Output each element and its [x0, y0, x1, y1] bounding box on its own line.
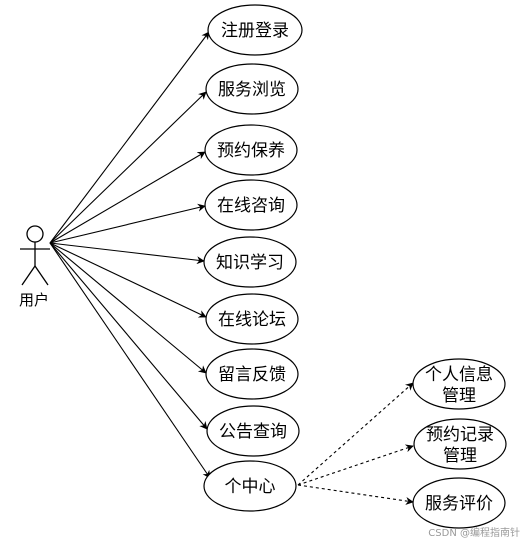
use-case-center: 个中心: [203, 460, 297, 512]
use-case-label: 留言反馈: [218, 365, 286, 385]
use-case-label-line1: 预约记录: [426, 425, 494, 445]
use-case-ellipse: [207, 4, 303, 56]
use-case-feedback: 留言反馈: [205, 348, 299, 400]
associations: [49, 31, 211, 479]
use-case-label: 预约保养: [217, 141, 285, 161]
actor-user: 用户: [19, 225, 50, 309]
use-case-learn: 知识学习: [203, 236, 297, 288]
actor-right-leg: [34, 265, 49, 286]
use-case-ellipse: [205, 63, 299, 115]
use-case-label-line2: 管理: [443, 446, 477, 466]
use-case-label: 个中心: [225, 477, 276, 497]
use-case-ellipse: [205, 293, 299, 345]
use-case-label-line2: 管理: [442, 386, 476, 406]
watermark: CSDN @编程指南针: [428, 526, 520, 539]
actor-left-leg: [21, 265, 36, 286]
use-case-label-line1: 个人信息: [425, 365, 493, 385]
association-center: [49, 242, 211, 479]
use-case-booking: 预约保养: [204, 124, 298, 176]
use-case-label: 公告查询: [219, 422, 287, 442]
use-case-ellipse: [206, 405, 300, 457]
use-case-ellipse: [412, 358, 506, 410]
association-booking: [49, 151, 206, 244]
use-case-label: 服务评价: [425, 494, 493, 514]
include-personal-info: [297, 382, 414, 486]
use-case-label: 在线咨询: [217, 196, 285, 216]
use-case-label: 在线论坛: [218, 310, 286, 330]
use-case-ellipse: [412, 477, 506, 529]
sub-use-case-booking-records: 预约记录 管理: [413, 418, 507, 470]
use-case-register: 注册登录: [207, 4, 303, 56]
association-forum: [49, 242, 207, 318]
use-case-browse: 服务浏览: [205, 63, 299, 115]
use-case-ellipse: [203, 460, 297, 512]
actor-head: [26, 225, 44, 243]
include-service-review: [297, 484, 414, 505]
use-case-ellipse: [413, 418, 507, 470]
use-case-consult: 在线咨询: [204, 179, 298, 231]
use-case-ellipse: [205, 348, 299, 400]
use-case-label: 服务浏览: [218, 80, 286, 100]
sub-use-case-service-review: 服务评价: [412, 477, 506, 529]
association-notice: [49, 242, 208, 430]
use-case-ellipse: [204, 179, 298, 231]
use-case-ellipse: [204, 124, 298, 176]
association-consult: [49, 203, 206, 244]
use-case-label: 注册登录: [221, 21, 289, 41]
association-learn: [49, 242, 205, 265]
include-relations: [297, 382, 414, 505]
use-case-label: 知识学习: [216, 253, 284, 273]
include-booking-records: [297, 444, 414, 486]
use-case-notice: 公告查询: [206, 405, 300, 457]
association-register: [49, 31, 210, 244]
use-case-ellipse: [203, 236, 297, 288]
actor-label: 用户: [19, 291, 49, 309]
association-browse: [49, 91, 207, 244]
association-feedback: [49, 242, 207, 374]
sub-use-case-personal-info: 个人信息 管理: [412, 358, 506, 410]
use-case-forum: 在线论坛: [205, 293, 299, 345]
